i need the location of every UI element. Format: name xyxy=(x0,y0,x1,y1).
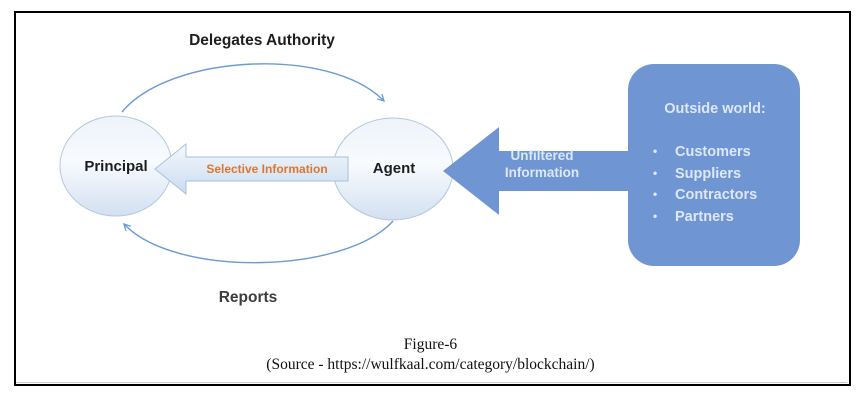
figure-caption-source: (Source - https://wulfkaal.com/category/… xyxy=(266,356,595,373)
image-bottom-edge-line xyxy=(16,382,847,383)
list-item-label: Contractors xyxy=(675,187,758,203)
list-item-label: Partners xyxy=(675,208,734,225)
reports-label: Reports xyxy=(218,289,278,306)
list-item-label: Suppliers xyxy=(675,165,742,182)
unfiltered-information-arrow-shape xyxy=(443,127,632,215)
selective-information-label: Selective Information xyxy=(206,162,328,176)
principal-label: Principal xyxy=(84,158,148,175)
outside-world-heading: Outside world: xyxy=(664,101,766,117)
unfiltered-information-label: Unfiltered Information xyxy=(504,148,580,180)
list-item: Suppliers xyxy=(653,163,793,185)
list-item: Partners xyxy=(653,206,793,228)
outside-world-list: Customers Suppliers Contractors Partners xyxy=(653,141,793,227)
delegates-authority-arc-arrow xyxy=(121,63,384,113)
delegates-authority-label: Delegates Authority xyxy=(189,32,335,49)
figure-caption-title: Figure-6 xyxy=(403,336,458,353)
list-item: Contractors xyxy=(653,184,793,206)
list-item-label: Customers xyxy=(675,144,751,160)
selective-information-arrow-shape xyxy=(154,142,349,196)
list-item: Customers xyxy=(653,141,793,163)
agent-label: Agent xyxy=(372,160,416,177)
reports-arc-arrow xyxy=(124,220,394,264)
figure-caption: Figure-6 (Source - https://wulfkaal.com/… xyxy=(14,335,847,375)
